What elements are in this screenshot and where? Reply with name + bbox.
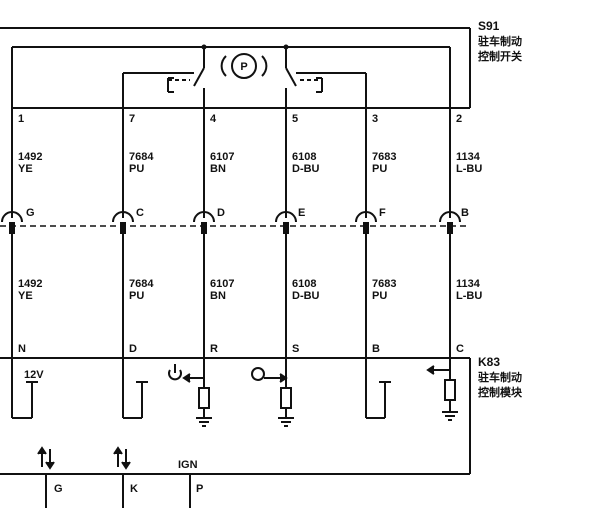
connector-pin: F [379, 207, 386, 219]
s91-pin: 4 [210, 113, 217, 125]
s91-pin: 3 [372, 113, 378, 125]
wire-color: D-BU [292, 290, 320, 302]
k83-pin: B [372, 343, 380, 355]
wire-circuit: 1492 [18, 278, 42, 290]
k83-pin: C [456, 343, 464, 355]
wire-circuit: 1134 [456, 278, 481, 290]
wire-circuit: 6107 [210, 151, 234, 163]
wire-circuit: 6108 [292, 278, 316, 290]
s91-switch [0, 27, 471, 109]
wire-circuit: 7683 [372, 278, 396, 290]
s91-pin: 2 [456, 113, 462, 125]
ign-label: IGN [178, 459, 198, 471]
s91-pin: 7 [129, 113, 135, 125]
k83-name-line2: 控制模块 [478, 385, 523, 399]
connector-pin: B [461, 207, 469, 219]
inline-connector [0, 211, 470, 234]
bottom-pin: P [196, 483, 203, 495]
wire-color: PU [372, 290, 387, 302]
s91-pin: 1 [18, 113, 24, 125]
lower-wire-labels: 1492 YE 7684 PU 6107 BN 6108 D-BU 7683 P… [18, 278, 482, 302]
wire-color: PU [129, 163, 144, 175]
k83-pin: N [18, 343, 26, 355]
upper-wire-labels: 1492 YE 7684 PU 6107 BN 6108 D-BU 7683 P… [18, 151, 482, 175]
wire-color: D-BU [292, 163, 320, 175]
bottom-pins: G K P [54, 483, 203, 495]
wire-circuit: 1492 [18, 151, 42, 163]
s91-id: S91 [478, 19, 500, 33]
wire-circuit: 6108 [292, 151, 316, 163]
s91-pin: 5 [292, 113, 298, 125]
wire-circuit: 6107 [210, 278, 234, 290]
s91-name-line2: 控制开关 [478, 49, 522, 63]
wire-circuit: 7684 [129, 151, 154, 163]
k83-pin: D [129, 343, 137, 355]
connector-pin: C [136, 207, 144, 219]
wire-color: YE [18, 290, 33, 302]
connector-pin: E [298, 207, 305, 219]
k83-pin: R [210, 343, 218, 355]
wire-color: L-BU [456, 163, 482, 175]
wire-color: PU [372, 163, 387, 175]
k83-module [0, 357, 471, 508]
wire-circuit: 1134 [456, 151, 481, 163]
bottom-pin: G [54, 483, 63, 495]
k83-name-line1: 驻车制动 [478, 370, 522, 384]
wire-color: L-BU [456, 290, 482, 302]
supply-voltage-label: 12V [24, 369, 44, 381]
s91-name-line1: 驻车制动 [478, 34, 522, 48]
wire-color: BN [210, 163, 226, 175]
wire-circuit: 7683 [372, 151, 396, 163]
connector-pin: D [217, 207, 225, 219]
k83-pin: S [292, 343, 299, 355]
connector-pin: G [26, 207, 35, 219]
wire-color: YE [18, 163, 33, 175]
s91-pins: 1 7 4 5 3 2 [18, 113, 462, 125]
wire-color: BN [210, 290, 226, 302]
wire-color: PU [129, 290, 144, 302]
wire-circuit: 7684 [129, 278, 154, 290]
k83-pins: N D R S B C [18, 343, 464, 355]
parking-brake-symbol: P [240, 61, 247, 73]
k83-id: K83 [478, 355, 500, 369]
bottom-pin: K [130, 483, 138, 495]
wire-runs [11, 108, 451, 358]
connector-pin-labels: G C D E F B [26, 207, 469, 219]
